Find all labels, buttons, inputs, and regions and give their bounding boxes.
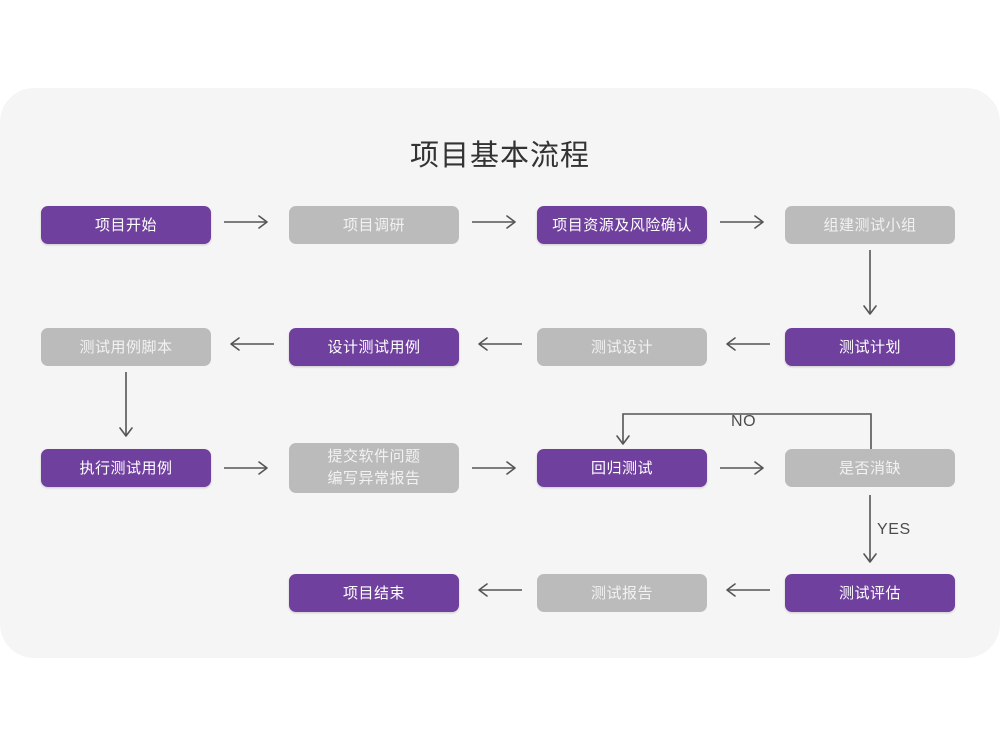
page-title: 项目基本流程: [409, 140, 590, 172]
arrow-report-issue-to-regression: [472, 460, 522, 476]
node-execute-test-cases[interactable]: 执行测试用例: [41, 449, 211, 487]
node-resource-and-risk-confirmation[interactable]: 项目资源及风险确认: [537, 206, 707, 244]
arrow-defect-check-yes-to-evaluation: [862, 495, 878, 571]
node-regression-test[interactable]: 回归测试: [537, 449, 707, 487]
node-defect-cleared-check[interactable]: 是否消缺: [785, 449, 955, 487]
node-design-test-cases[interactable]: 设计测试用例: [289, 328, 459, 366]
node-project-end[interactable]: 项目结束: [289, 574, 459, 612]
node-project-start[interactable]: 项目开始: [41, 206, 211, 244]
arrow-plan-to-design: [720, 336, 770, 352]
edge-label-no: NO: [731, 413, 757, 430]
edge-label-yes: YES: [877, 521, 911, 538]
node-test-case-script[interactable]: 测试用例脚本: [41, 328, 211, 366]
arrow-start-to-research: [224, 214, 274, 230]
arrow-resource-to-team: [720, 214, 770, 230]
arrow-execute-to-report-issue: [224, 460, 274, 476]
arrow-script-to-execute: [118, 372, 134, 444]
arrow-design-to-cases: [472, 336, 522, 352]
node-test-plan[interactable]: 测试计划: [785, 328, 955, 366]
arrow-test-report-to-project-end: [472, 582, 522, 598]
node-test-report[interactable]: 测试报告: [537, 574, 707, 612]
arrow-defect-check-no-loop-to-regression: [616, 411, 880, 453]
node-test-evaluation[interactable]: 测试评估: [785, 574, 955, 612]
node-submit-issues-write-report[interactable]: 提交软件问题 编写异常报告: [289, 443, 459, 493]
arrow-regression-to-defect-check: [720, 460, 770, 476]
arrow-evaluation-to-test-report: [720, 582, 770, 598]
node-project-research[interactable]: 项目调研: [289, 206, 459, 244]
arrow-research-to-resource: [472, 214, 522, 230]
flowchart-card-panel: [0, 88, 1000, 658]
arrow-team-to-plan: [862, 250, 878, 322]
node-form-test-team[interactable]: 组建测试小组: [785, 206, 955, 244]
node-test-design[interactable]: 测试设计: [537, 328, 707, 366]
arrow-cases-to-script: [224, 336, 274, 352]
